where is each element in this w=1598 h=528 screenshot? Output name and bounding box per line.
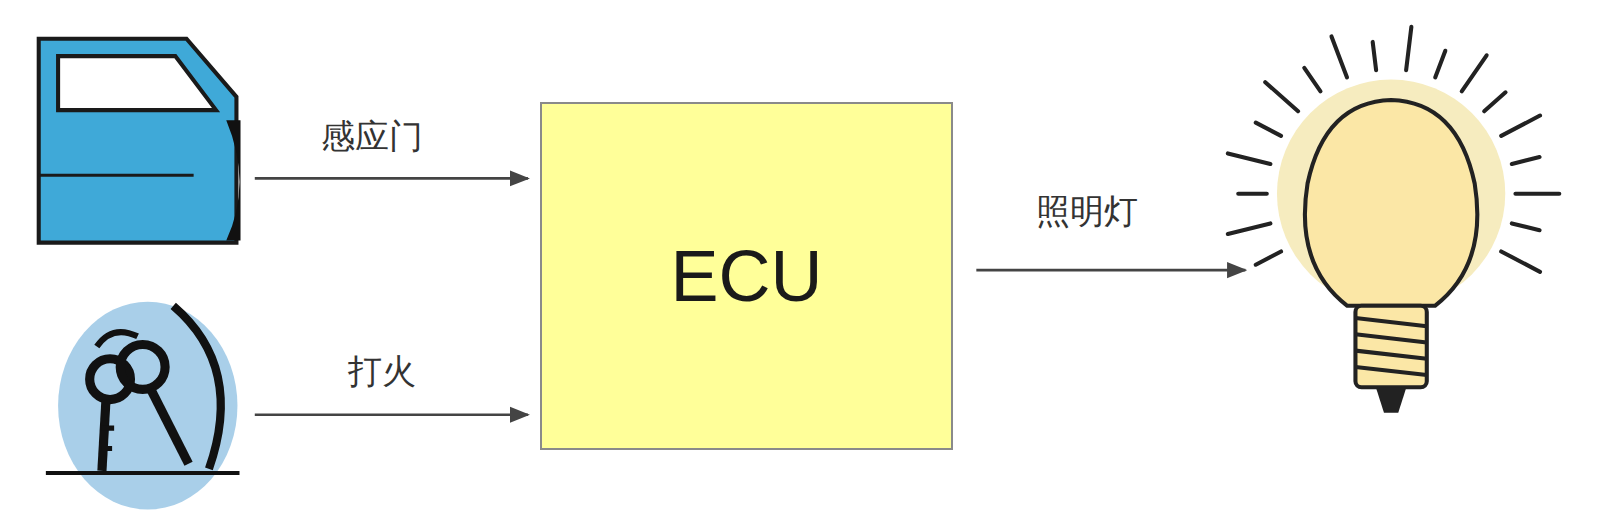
output-arrow bbox=[976, 269, 1245, 272]
bulb-thread bbox=[1355, 318, 1426, 326]
light-ray bbox=[1265, 82, 1298, 111]
light-ray bbox=[1501, 251, 1540, 271]
bulb-thread bbox=[1355, 367, 1426, 375]
light-ray bbox=[1256, 251, 1281, 264]
car-door-icon bbox=[39, 39, 241, 243]
ecu-box: ECU bbox=[540, 102, 953, 450]
bulb-thread bbox=[1355, 351, 1426, 359]
light-ray bbox=[1406, 27, 1411, 71]
light-ray bbox=[1462, 55, 1487, 91]
light-ray bbox=[1515, 192, 1559, 196]
light-ray bbox=[1228, 223, 1271, 233]
input-arrow bbox=[255, 177, 528, 180]
light-ray bbox=[1512, 223, 1540, 230]
light-ray bbox=[1256, 123, 1281, 136]
light-ray bbox=[1238, 192, 1267, 196]
light-ray bbox=[1501, 116, 1540, 136]
signal-label: 感应门 bbox=[318, 117, 426, 156]
ignition-key-icon bbox=[46, 302, 240, 510]
light-bulb-icon bbox=[1228, 27, 1559, 413]
light-ray bbox=[1373, 42, 1376, 70]
light-ray bbox=[1435, 51, 1445, 78]
signal-label: 照明灯 bbox=[1033, 192, 1141, 231]
light-ray bbox=[1228, 153, 1271, 163]
light-ray bbox=[1331, 36, 1347, 77]
signal-label: 打火 bbox=[345, 352, 419, 391]
bulb-thread bbox=[1355, 334, 1426, 342]
light-ray bbox=[1304, 68, 1320, 91]
input-arrow bbox=[255, 414, 528, 417]
light-ray bbox=[1484, 92, 1505, 111]
light-ray bbox=[1512, 157, 1540, 164]
node-label: ECU bbox=[670, 235, 822, 317]
